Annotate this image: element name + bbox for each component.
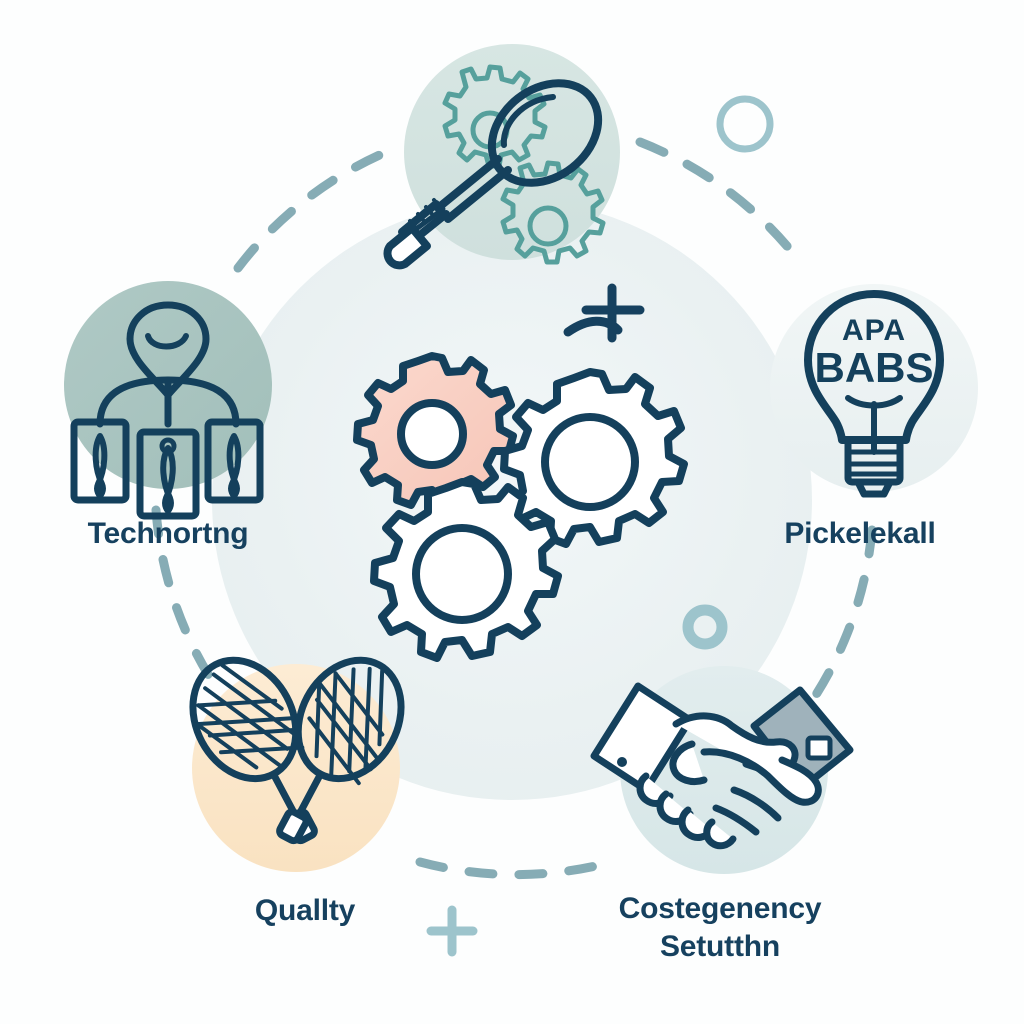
- node-top-racket-gears[interactable]: [383, 44, 620, 270]
- node-label-pickelekall: Pickelekall: [784, 517, 936, 550]
- node-left-technortng[interactable]: [64, 281, 272, 520]
- racket-and-gears-icon: [383, 64, 606, 270]
- node-bottomleft-quallty[interactable]: [173, 642, 421, 872]
- gear-white-large: [500, 368, 688, 548]
- lightbulb-icon: [804, 290, 944, 498]
- node-label-quallty: Quallty: [254, 894, 356, 927]
- gear-white-lower: [370, 478, 562, 662]
- node-right-pickelekall[interactable]: APA BABS: [770, 284, 978, 498]
- gear-pink: [353, 352, 517, 509]
- ring-outline-top-right-icon: [716, 95, 774, 153]
- handshake-icon: [590, 682, 854, 850]
- org-chart-people-icon: [70, 301, 264, 520]
- plus-mark-bottom-icon: [426, 905, 478, 957]
- bulb-text-bottom: BABS: [814, 344, 933, 391]
- node-right-circle: [770, 284, 978, 492]
- central-gear-cluster: [353, 352, 688, 662]
- node-label-technortng: Technortng: [87, 517, 249, 550]
- node-label-costegenency-setutthn: Costegenency Setutthn: [618, 892, 822, 964]
- crossed-rackets-icon: [189, 656, 405, 845]
- ring-outline-center-right-icon: [682, 604, 728, 650]
- arc-swoosh-center-icon: [563, 316, 623, 337]
- bulb-text-top: APA: [842, 314, 906, 347]
- decorations: [426, 95, 774, 957]
- node-bottomright-costegenency[interactable]: [590, 666, 854, 874]
